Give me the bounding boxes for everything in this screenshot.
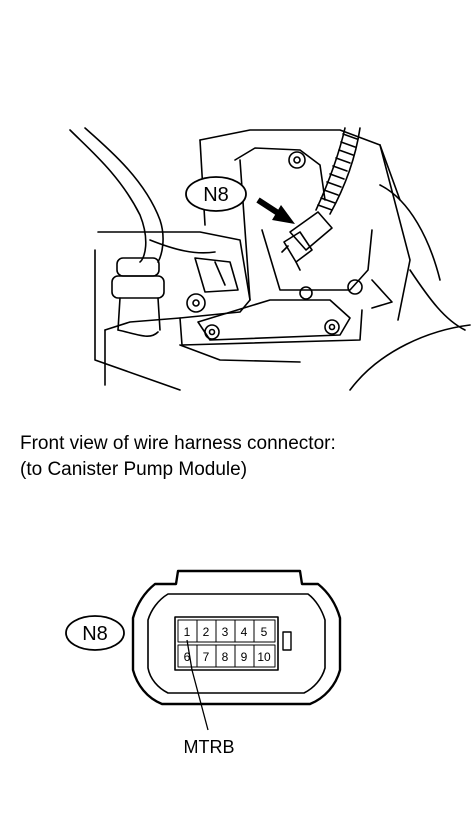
pin-5-label: 5 (261, 625, 268, 639)
engine-bay-illustration (69, 127, 471, 391)
pin-4-label: 4 (241, 625, 248, 639)
connector-callout-label: N8 (82, 623, 108, 645)
pin-6-label: 6 (184, 650, 191, 664)
pin-numbers: 1 2 3 4 5 6 7 8 9 10 (184, 625, 271, 664)
top-callout-label: N8 (203, 184, 229, 206)
pin-3-label: 3 (222, 625, 229, 639)
connector-callout-n8: N8 (65, 615, 125, 651)
caption-line-2: (to Canister Pump Module) (20, 459, 248, 480)
pin-8-label: 8 (222, 650, 229, 664)
top-callout-n8: N8 (185, 176, 247, 212)
caption-line-1: Front view of wire harness connector: (20, 433, 336, 454)
pin-1-signal-label: MTRB (184, 737, 235, 757)
pin-leader-line (186, 639, 209, 731)
pin-2-label: 2 (203, 625, 210, 639)
pin-9-label: 9 (241, 650, 248, 664)
connector-face (131, 569, 342, 706)
pin-1-label: 1 (184, 625, 191, 639)
pointer-arrow-icon (256, 197, 295, 224)
pin-10-label: 10 (257, 650, 271, 664)
pin-7-label: 7 (203, 650, 210, 664)
